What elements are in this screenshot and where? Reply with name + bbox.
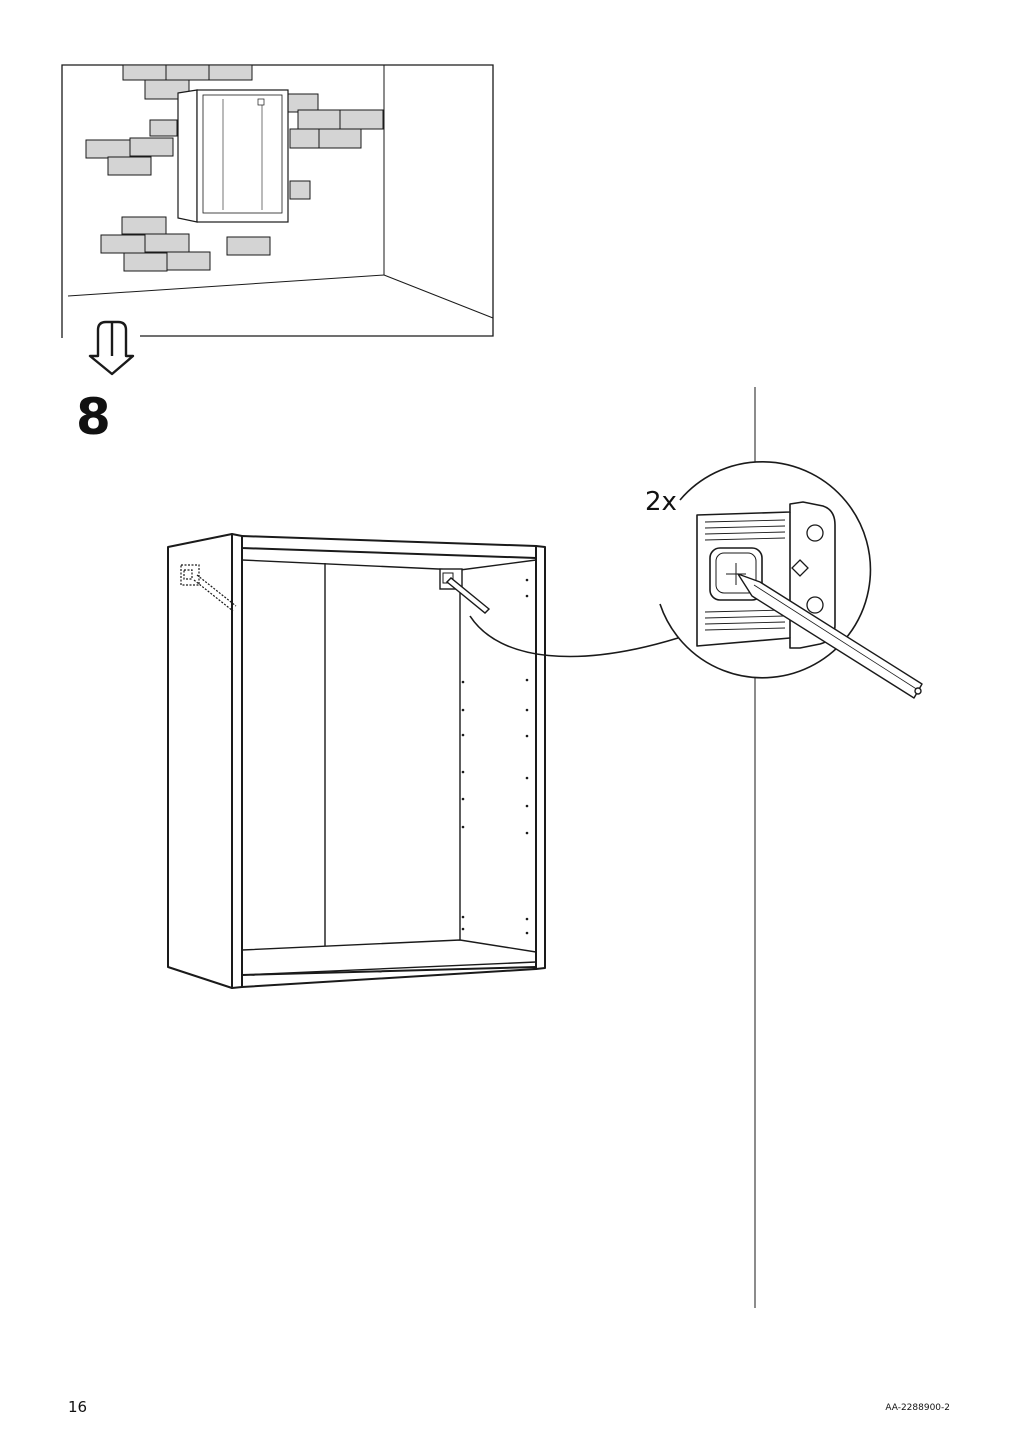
quantity-label: 2x xyxy=(645,487,677,517)
shelf-holes xyxy=(461,578,529,935)
document-code: AA-2288900-2 xyxy=(885,1403,950,1413)
step-number: 8 xyxy=(76,388,111,446)
cabinet xyxy=(167,533,546,989)
hanging-bracket-icon xyxy=(180,564,237,612)
rotate-arrow-icon xyxy=(88,320,135,376)
pencil-icon xyxy=(737,573,923,699)
page-number: 16 xyxy=(68,1398,88,1416)
callout-curve xyxy=(469,615,679,658)
bracket-small xyxy=(439,568,491,614)
detail-circle xyxy=(659,460,923,699)
mini-cabinet xyxy=(177,89,289,223)
wall-bricks xyxy=(85,64,384,272)
cabinet-interior xyxy=(241,559,537,976)
overview-panel xyxy=(61,64,494,338)
